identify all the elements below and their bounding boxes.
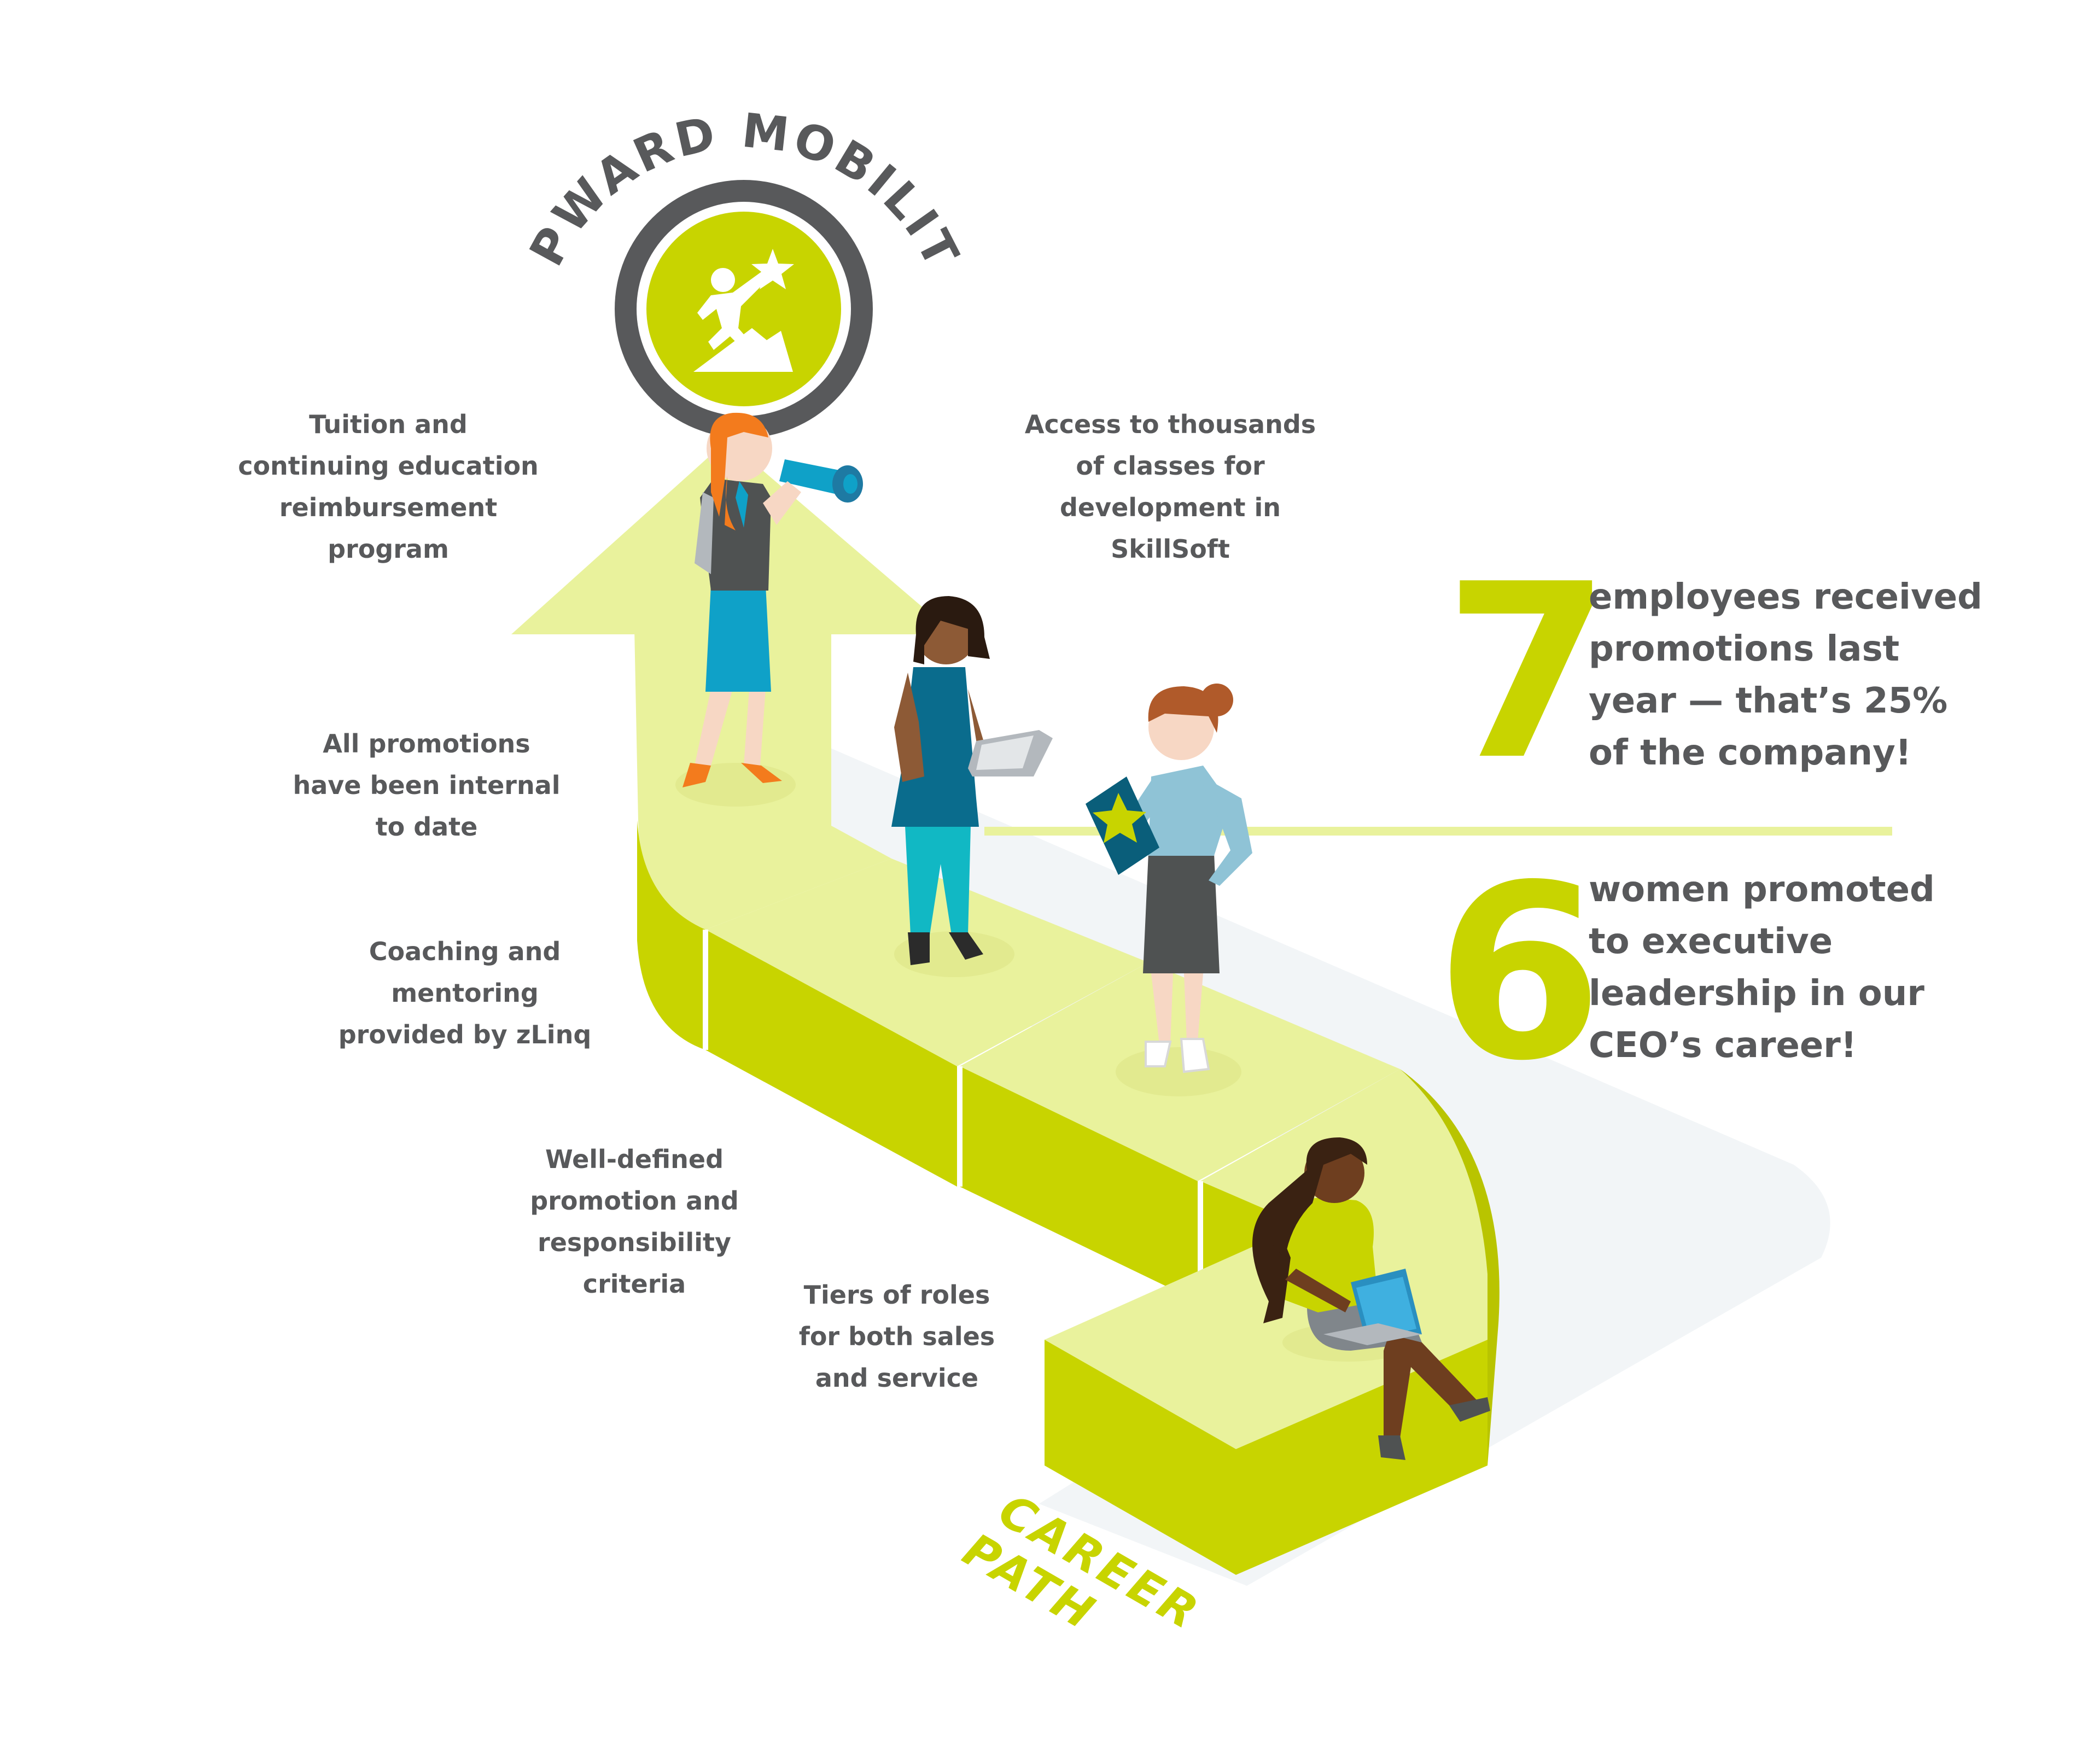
star-folder-icon <box>1086 776 1159 875</box>
upward-mobility-badge <box>615 180 873 438</box>
step-4-side <box>1236 1340 1488 1575</box>
stat-line: CEO’s career! <box>1589 1025 1857 1066</box>
stat-line: leadership in our <box>1589 973 1924 1014</box>
benefit-criteria: Well-defined promotion and responsibilit… <box>476 1138 793 1305</box>
benefit-tiers: Tiers of roles for both sales and servic… <box>738 1274 1055 1399</box>
stat-promotions-number: 7 <box>1444 533 1611 813</box>
step-2-front <box>960 1066 1198 1301</box>
climber-star-icon <box>693 249 794 372</box>
benefit-tiers-line: for both sales <box>798 1322 995 1351</box>
benefit-criteria-line: responsibility <box>538 1228 731 1257</box>
benefit-criteria-line: promotion and <box>530 1186 739 1216</box>
benefit-tuition: Tuition and continuing education reimbur… <box>219 404 558 570</box>
telescope-icon <box>779 459 863 503</box>
stat-promotions-text: employees received promotions last year … <box>1589 571 1982 779</box>
benefit-tiers-line: Tiers of roles <box>803 1280 990 1310</box>
benefit-tuition-line: reimbursement <box>279 493 498 522</box>
benefit-coaching-line: Coaching and <box>369 937 561 966</box>
benefit-skillsoft-line: Access to thousands <box>1024 410 1316 439</box>
stat-line: women promoted <box>1589 869 1935 910</box>
benefit-internal: All promotions have been internal to dat… <box>268 723 585 848</box>
benefit-tiers-line: and service <box>815 1363 979 1393</box>
arrow-shaft-side <box>637 629 705 1050</box>
stat-line: employees received <box>1589 577 1982 617</box>
benefit-skillsoft-line: SkillSoft <box>1111 534 1230 564</box>
stat-line: to executive <box>1589 921 1833 962</box>
benefit-skillsoft-line: development in <box>1059 493 1281 522</box>
benefit-internal-line: All promotions <box>323 729 530 758</box>
benefit-internal-line: have been internal <box>293 770 561 800</box>
benefit-criteria-line: criteria <box>582 1269 686 1299</box>
benefit-internal-line: to date <box>375 812 478 842</box>
step-1-front <box>705 930 957 1187</box>
benefit-coaching-line: mentoring <box>391 978 539 1008</box>
benefit-skillsoft-line: of classes for <box>1076 451 1265 481</box>
tablet-icon <box>968 730 1053 776</box>
stat-women-number: 6 <box>1436 833 1603 1113</box>
benefit-tuition-line: program <box>328 534 449 564</box>
benefit-coaching: Coaching and mentoring provided by zLinq <box>306 931 623 1055</box>
woman-with-tablet <box>891 596 1053 977</box>
step-4-front <box>1045 1340 1236 1575</box>
stat-line: year — that’s 25% <box>1589 681 1948 721</box>
laptop-icon <box>1323 1269 1422 1345</box>
woman-with-folder <box>1086 684 1252 1096</box>
benefit-criteria-line: Well-defined <box>545 1145 724 1174</box>
benefit-skillsoft: Access to thousands of classes for devel… <box>1001 404 1340 570</box>
stat-line: promotions last <box>1589 629 1900 669</box>
benefit-coaching-line: provided by zLinq <box>338 1020 592 1049</box>
woman-with-laptop <box>1252 1137 1490 1460</box>
stat-women-text: women promoted to executive leadership i… <box>1589 864 1935 1072</box>
benefit-tuition-line: continuing education <box>238 451 539 481</box>
woman-with-telescope <box>675 412 863 807</box>
curve-side <box>1400 1069 1500 1465</box>
benefit-tuition-line: Tuition and <box>309 410 468 439</box>
stat-line: of the company! <box>1589 733 1911 773</box>
